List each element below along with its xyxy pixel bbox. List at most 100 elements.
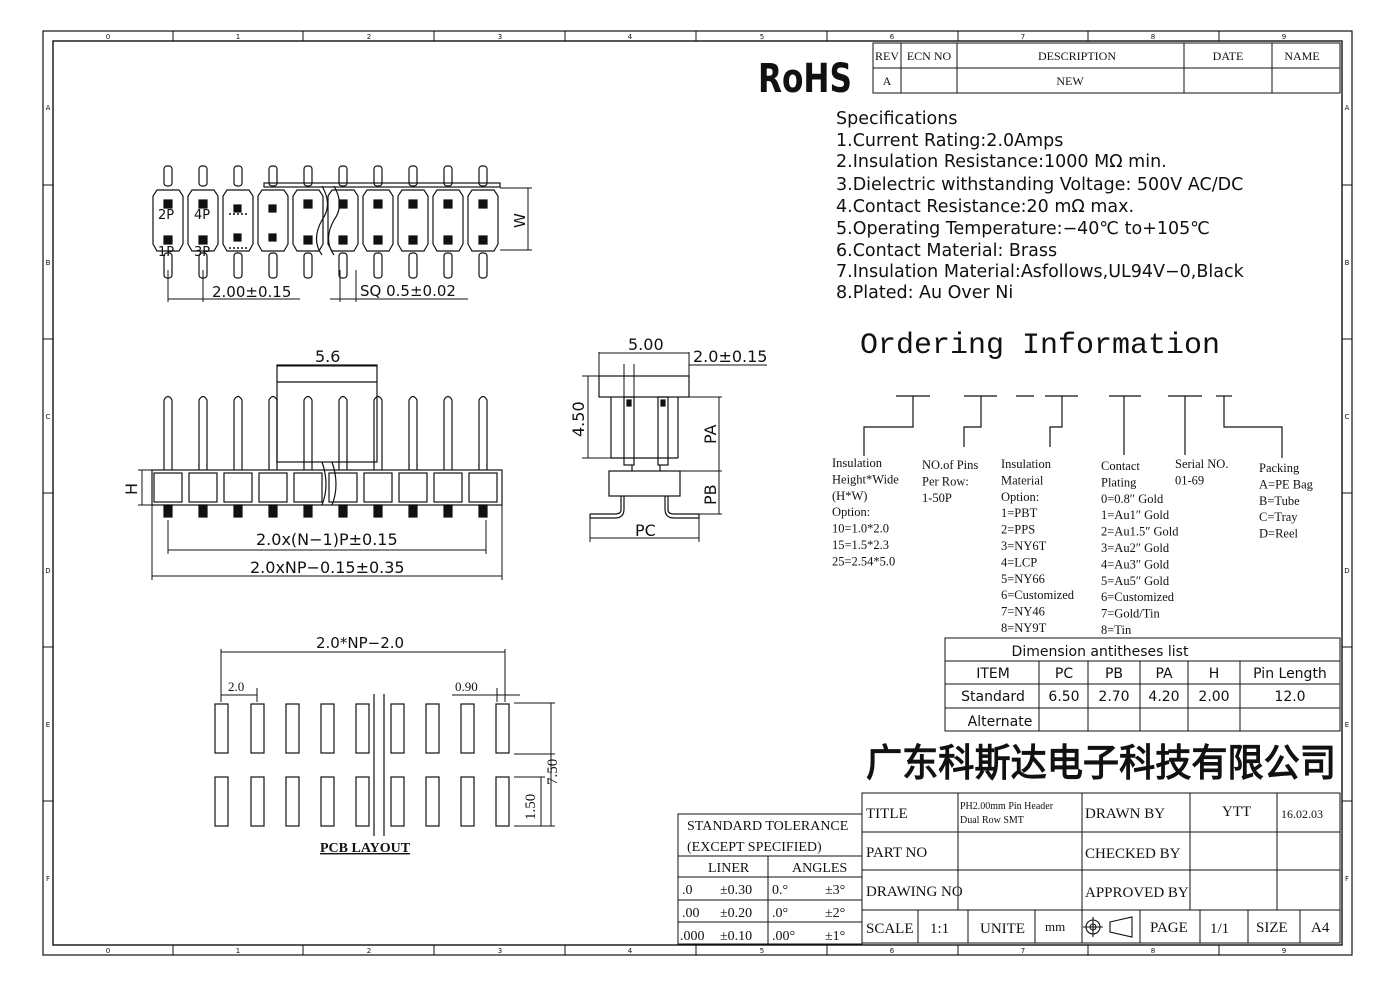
dim-pc: PC xyxy=(635,521,656,540)
tol-cell: ±0.30 xyxy=(720,883,752,898)
housing-outline xyxy=(222,189,254,252)
frame-column-number: 3 xyxy=(498,33,502,41)
pin xyxy=(373,395,383,470)
pin xyxy=(338,395,348,470)
frame-column-number: 4 xyxy=(628,947,633,955)
pin-size-dimension: SQ 0.5±0.02 xyxy=(360,282,456,300)
rev-header: REV xyxy=(875,49,899,63)
ordering-option-line: 8=Tin xyxy=(1101,623,1132,637)
tolerance-subtitle: (EXCEPT SPECIFIED) xyxy=(687,840,822,855)
frame-column-number: 1 xyxy=(236,33,240,41)
solder-tail xyxy=(303,504,313,518)
housing-segment xyxy=(468,472,498,503)
housing-cell xyxy=(222,165,254,279)
dim-cell: 12.0 xyxy=(1274,689,1305,705)
pin-square xyxy=(338,235,348,245)
housing-cell xyxy=(362,165,394,279)
ordering-option-line: Insulation xyxy=(832,456,883,470)
spec-item: 8.Plated: Au Over Ni xyxy=(836,283,1013,303)
spec-item: 7.Insulation Material:Asfollows,UL94V−0,… xyxy=(836,262,1245,282)
pin xyxy=(303,395,313,470)
frame-row-letter: E xyxy=(46,721,50,729)
pin-tip xyxy=(443,165,453,187)
dot-marker xyxy=(229,213,231,215)
pcb-pad xyxy=(390,776,405,827)
ordering-option-line: Serial NO. xyxy=(1175,457,1228,471)
pin-tip xyxy=(373,252,383,279)
pin-tip xyxy=(163,165,173,187)
ordering-option-line: Per Row: xyxy=(922,474,969,488)
pin xyxy=(268,395,278,470)
frame-column-number: 2 xyxy=(367,33,371,41)
solder-tail xyxy=(373,504,383,518)
spec-item: 1.Current Rating:2.0Amps xyxy=(836,131,1063,151)
pin-square xyxy=(478,199,488,209)
housing-segment xyxy=(258,472,288,503)
frame-column-number: 2 xyxy=(367,947,371,955)
pickup-cap xyxy=(276,364,378,463)
pin-tip xyxy=(303,252,313,279)
dim-pad-width: 0.90 xyxy=(455,679,478,694)
pin-tip xyxy=(338,252,348,279)
dot-marker xyxy=(245,213,247,215)
pin-tip xyxy=(478,165,488,187)
pcb-pad xyxy=(425,776,440,827)
ordering-option-line: D=Reel xyxy=(1259,527,1299,541)
dim-4-50: 4.50 xyxy=(569,401,588,437)
dim-cell: 2.00 xyxy=(1198,689,1229,705)
pin xyxy=(198,395,208,470)
ordering-option-line: (H*W) xyxy=(832,489,867,503)
housing-outline xyxy=(467,189,499,252)
pcb-pad xyxy=(460,703,475,754)
drawing-no-label: DRAWING NO xyxy=(866,884,963,900)
pin xyxy=(478,395,488,470)
part-no-label: PART NO xyxy=(866,845,927,861)
frame-column-number: 7 xyxy=(1021,947,1025,955)
ordering-option-line: Plating xyxy=(1101,475,1137,489)
housing-segment xyxy=(153,472,183,503)
frame-row-letter: D xyxy=(1344,567,1349,575)
break-line xyxy=(315,185,329,256)
frame-column-number: 6 xyxy=(890,947,895,955)
frame-column-number: 5 xyxy=(760,33,764,41)
pin-square xyxy=(163,199,173,209)
top-view-dims xyxy=(167,187,532,302)
rohs-mark: RoHS xyxy=(758,56,852,102)
break-line xyxy=(327,185,341,256)
ordering-option-line: 7=NY46 xyxy=(1001,605,1045,619)
ordering-option-line: 2=PPS xyxy=(1001,523,1035,537)
pin-square xyxy=(303,199,313,209)
ordering-option-line: 1=Au1″ Gold xyxy=(1101,508,1170,522)
label-4p: 4P xyxy=(194,208,210,223)
solder-tail xyxy=(198,504,208,518)
scale-value: 1:1 xyxy=(930,921,949,937)
pin xyxy=(408,395,418,470)
dim-pcb-length: 2.0*NP−2.0 xyxy=(316,634,404,652)
pin-square xyxy=(373,199,383,209)
pcb-pad xyxy=(250,703,265,754)
spec-item: 5.Operating Temperature:−40℃ to+105℃ xyxy=(836,219,1210,239)
housing-top-edge xyxy=(263,182,501,188)
pin xyxy=(443,395,453,470)
frame-ticks xyxy=(43,31,1352,955)
front-view-dims xyxy=(138,365,503,580)
liner-label: LINER xyxy=(708,861,750,876)
frame-column-number: 8 xyxy=(1151,947,1155,955)
break-line xyxy=(331,461,337,506)
frame-column-number: 7 xyxy=(1021,33,1025,41)
ordering-option-line: 15=1.5*2.3 xyxy=(832,538,889,552)
housing-segment xyxy=(433,472,463,503)
pcb-pad xyxy=(495,703,510,754)
housing-cell xyxy=(397,165,429,279)
frame-row-letter: C xyxy=(1345,413,1350,421)
solder-tail xyxy=(268,504,278,518)
pcb-layout-dims xyxy=(220,649,555,827)
housing-outline xyxy=(257,189,289,252)
specifications-title: Specifications xyxy=(836,109,957,129)
pin-square xyxy=(198,235,208,245)
ordering-title: Ordering Information xyxy=(860,329,1220,363)
pin-square xyxy=(408,235,418,245)
pin xyxy=(233,395,243,470)
pcb-pad xyxy=(285,703,300,754)
